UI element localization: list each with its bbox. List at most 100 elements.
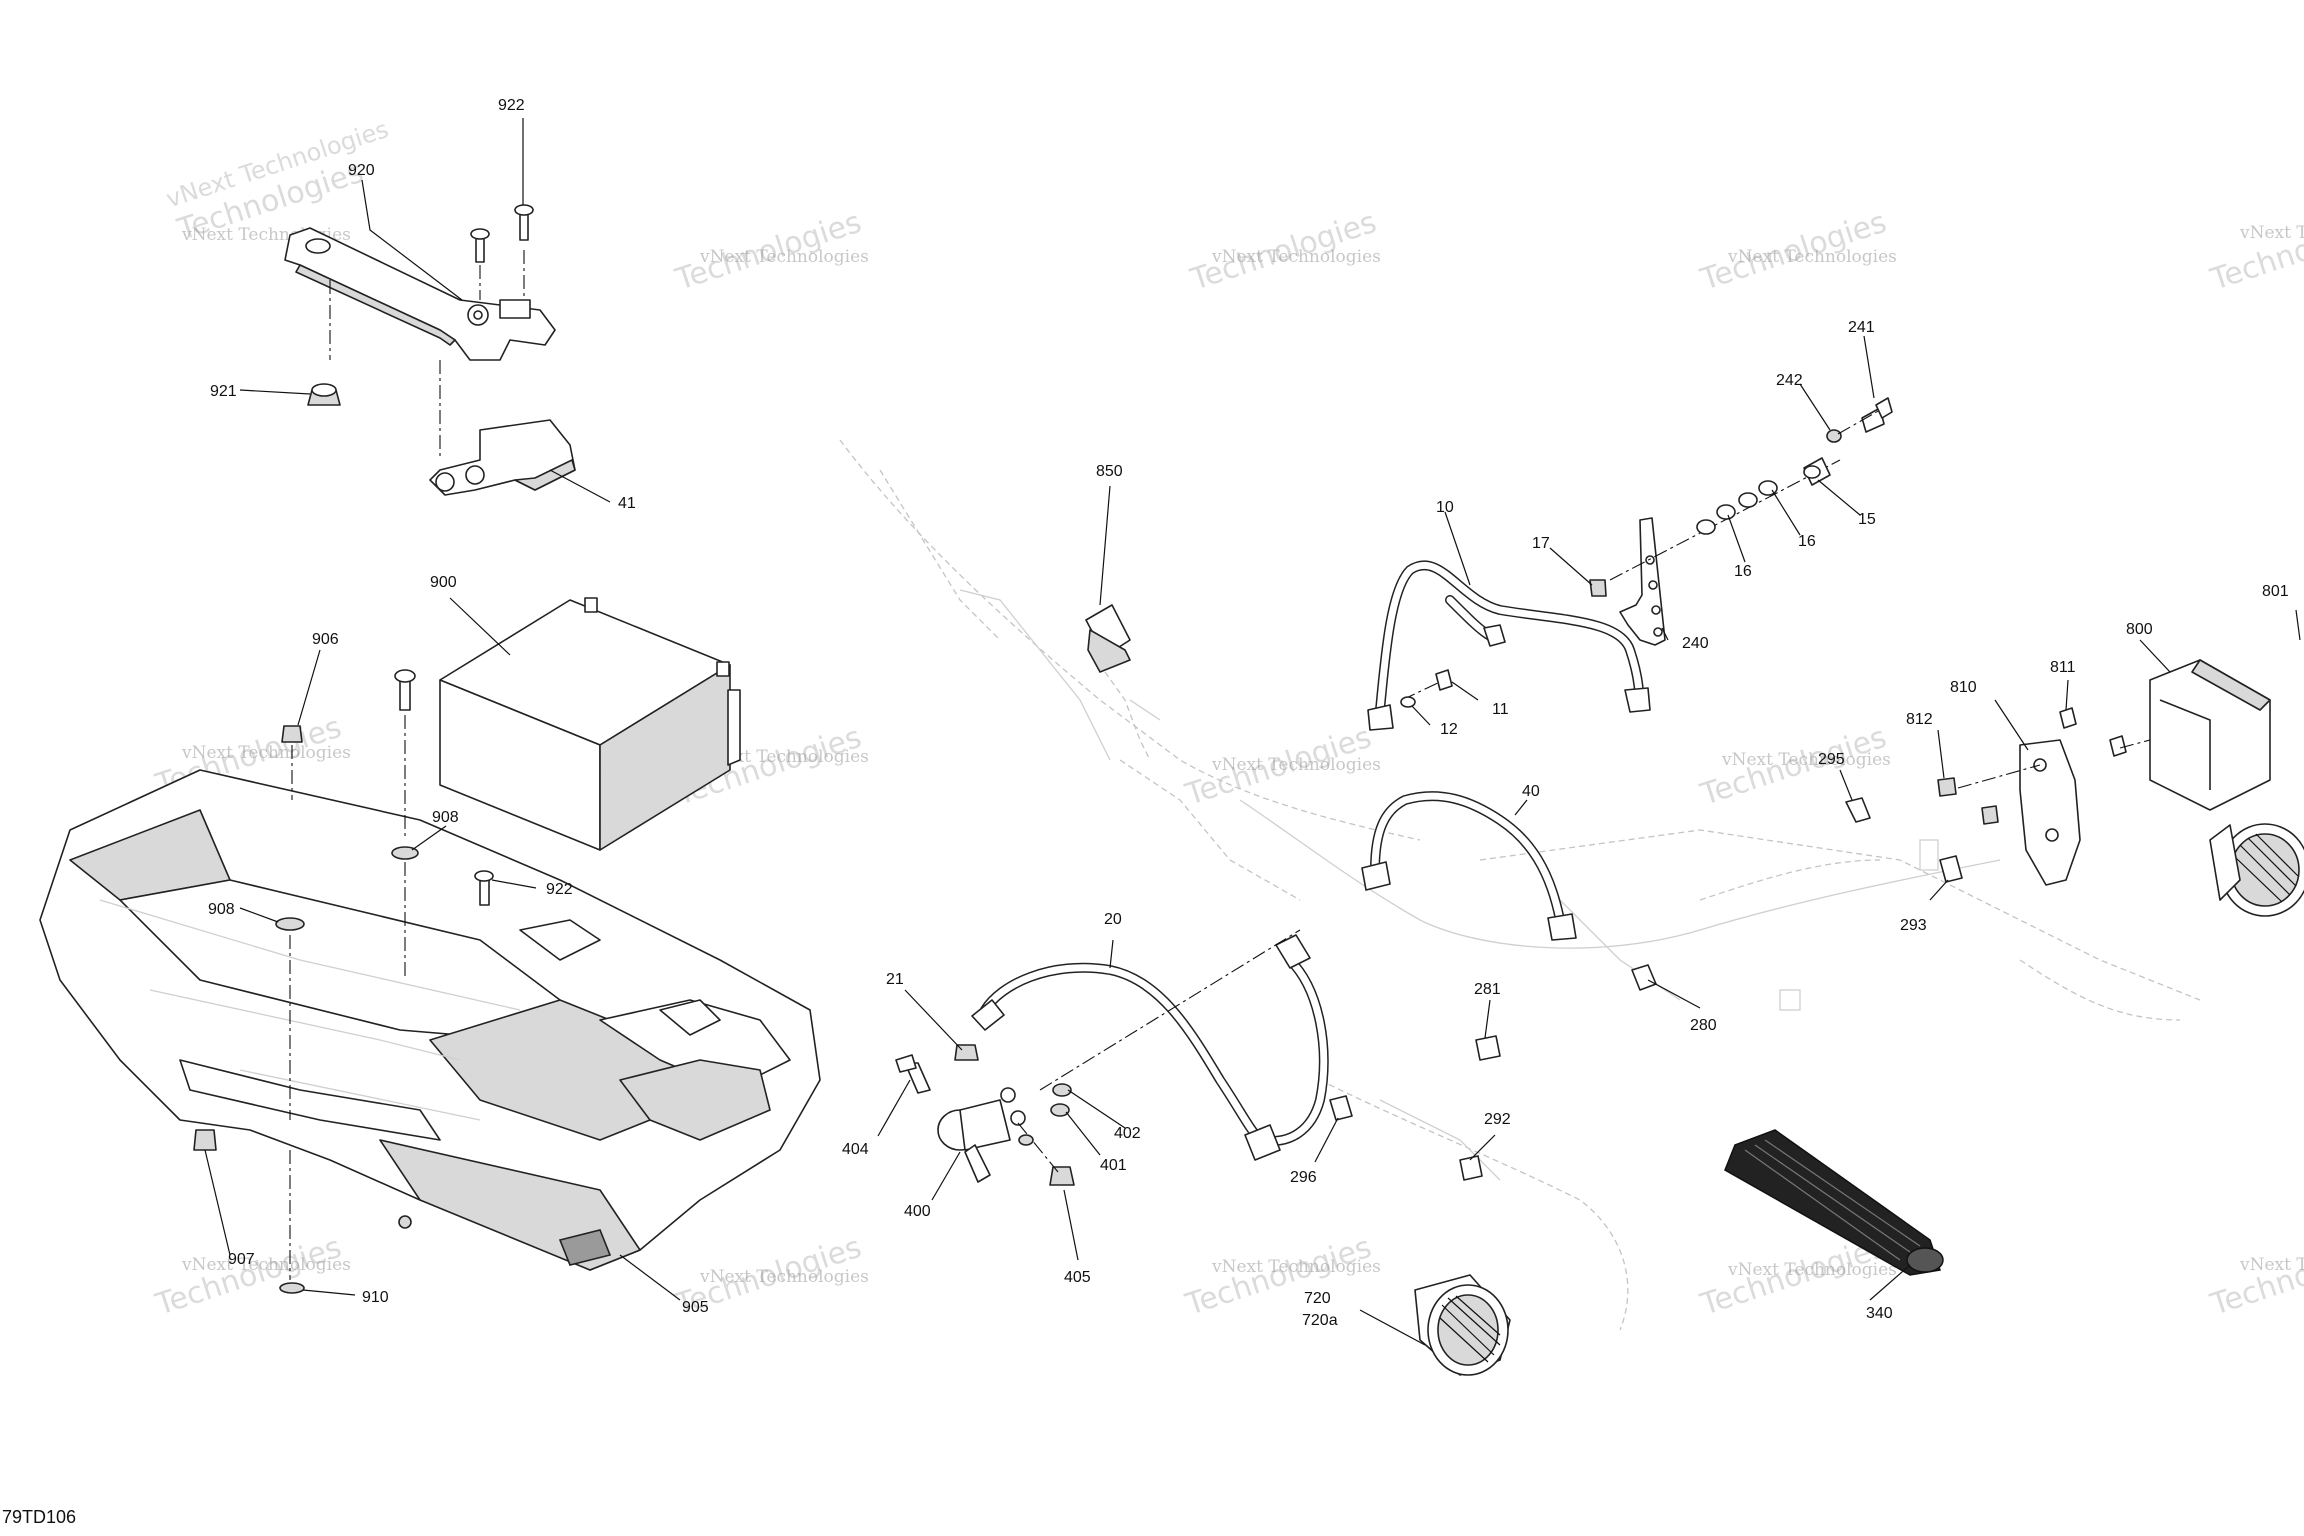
solenoid-400[interactable] xyxy=(937,1087,1026,1183)
washer-908-upper[interactable] xyxy=(391,846,419,860)
nut-812[interactable] xyxy=(1937,777,1957,797)
watermark: vNext Technologies xyxy=(1211,755,1381,775)
cable-10-group xyxy=(1367,397,1893,731)
watermark: vNext Technologies xyxy=(181,743,351,763)
screw-11[interactable] xyxy=(1435,669,1453,691)
callout-922: 922 xyxy=(498,97,525,114)
callout-41: 41 xyxy=(618,495,636,512)
screw-241[interactable] xyxy=(1861,407,1885,433)
callout-400: 400 xyxy=(904,1203,931,1220)
callout-910: 910 xyxy=(362,1289,389,1306)
solenoid-group xyxy=(895,1044,1075,1186)
callout-900: 900 xyxy=(430,574,457,591)
watermark: vNext Technologies xyxy=(1727,247,1897,267)
callout-906: 906 xyxy=(312,631,339,648)
nut-907[interactable] xyxy=(193,1129,217,1151)
callout-281: 281 xyxy=(1474,981,1501,998)
callout-295: 295 xyxy=(1818,751,1845,768)
callout-811: 811 xyxy=(2050,659,2076,676)
bracket-240[interactable] xyxy=(1619,517,1666,646)
washer-16a[interactable] xyxy=(1696,519,1716,535)
tray-fasteners xyxy=(193,669,494,1294)
callout-293: 293 xyxy=(1900,917,1927,934)
watermark: Technologies xyxy=(2206,205,2304,298)
nut-402[interactable] xyxy=(1052,1083,1072,1097)
callout-16: 16 xyxy=(1798,533,1816,550)
screw-922[interactable] xyxy=(519,211,529,241)
washer-12[interactable] xyxy=(1400,696,1416,708)
control-module-800[interactable] xyxy=(2149,659,2271,811)
light-720[interactable] xyxy=(1414,1274,1511,1376)
nut-17[interactable] xyxy=(1589,579,1607,597)
boot-340[interactable] xyxy=(1724,1129,1944,1276)
callout-11: 11 xyxy=(1492,701,1509,718)
callout-720a: 720a xyxy=(1302,1312,1338,1329)
callout-850: 850 xyxy=(1096,463,1123,480)
callout-920: 920 xyxy=(348,162,375,179)
nut-21[interactable] xyxy=(954,1044,979,1061)
callout-280: 280 xyxy=(1690,1017,1717,1034)
callout-908: 908 xyxy=(432,809,459,826)
clip-295[interactable] xyxy=(1845,797,1871,823)
harness-clips xyxy=(1329,797,1963,1181)
watermark: Technologies xyxy=(151,1230,346,1323)
battery-900[interactable] xyxy=(439,597,741,851)
callout-12: 12 xyxy=(1440,721,1458,738)
watermark: vNext Technologies xyxy=(699,247,869,267)
watermark: vNext Technologies xyxy=(2239,223,2304,243)
connector-850[interactable] xyxy=(1085,604,1161,761)
module-group xyxy=(1937,659,2271,886)
leader-lines xyxy=(204,118,2301,1346)
clip-281[interactable] xyxy=(1475,1035,1501,1061)
callout-340: 340 xyxy=(1866,1305,1893,1322)
callout-401: 401 xyxy=(1100,1157,1127,1174)
callout-296: 296 xyxy=(1290,1169,1317,1186)
watermark: vNext Technologies xyxy=(1727,1260,1897,1280)
callout-908: 908 xyxy=(208,901,235,918)
callout-40: 40 xyxy=(1522,783,1540,800)
positive-cable-20[interactable] xyxy=(971,929,1329,1161)
washer-16c[interactable] xyxy=(1738,492,1758,508)
callout-402: 402 xyxy=(1114,1125,1141,1142)
callout-810: 810 xyxy=(1950,679,1977,696)
washer-401[interactable] xyxy=(1050,1103,1070,1117)
clip-280[interactable] xyxy=(1631,964,1657,991)
callout-801: 801 xyxy=(2262,583,2289,600)
watermark: vNext Technologies xyxy=(699,1267,869,1287)
callout-labels: 922 920 921 41 900 906 908 922 908 907 9… xyxy=(208,97,2289,1329)
washer-16b[interactable] xyxy=(1716,504,1736,520)
cable-10[interactable] xyxy=(1367,560,1651,731)
watermark: vNext Technologies xyxy=(2239,1255,2304,1275)
figure-reference: 79TD106 xyxy=(2,1507,77,1527)
callout-405: 405 xyxy=(1064,1269,1091,1286)
screw-811[interactable] xyxy=(2059,707,2077,729)
nut-405[interactable] xyxy=(1049,1166,1075,1186)
watermark: vNext Technologies xyxy=(699,747,869,767)
screw-922-lower[interactable] xyxy=(479,879,490,906)
callout-241: 241 xyxy=(1848,319,1875,336)
callout-404: 404 xyxy=(842,1141,869,1158)
washer-908-lower[interactable] xyxy=(275,917,305,931)
callout-16: 16 xyxy=(1734,563,1752,580)
clip-296[interactable] xyxy=(1329,1095,1353,1121)
o-ring-242[interactable] xyxy=(1826,429,1842,443)
callout-242: 242 xyxy=(1776,372,1803,389)
cable-40[interactable] xyxy=(1361,791,1577,941)
callout-10: 10 xyxy=(1436,499,1454,516)
callout-720: 720 xyxy=(1304,1290,1331,1307)
screw-906[interactable] xyxy=(399,679,411,711)
nut-906-side[interactable] xyxy=(281,725,303,743)
callout-17: 17 xyxy=(1532,535,1550,552)
light-801[interactable] xyxy=(2209,823,2304,917)
watermark: vNext Technologies xyxy=(1211,247,1381,267)
callout-20: 20 xyxy=(1104,911,1122,928)
washer-910[interactable] xyxy=(279,1282,305,1294)
bracket-810[interactable] xyxy=(2019,739,2081,886)
clip-293[interactable] xyxy=(1939,855,1963,883)
callout-240: 240 xyxy=(1682,635,1709,652)
callout-905: 905 xyxy=(682,1299,709,1316)
battery-tray-905[interactable] xyxy=(39,769,821,1271)
callout-922: 922 xyxy=(546,881,573,898)
watermark: vNext Technologies xyxy=(181,1255,351,1275)
